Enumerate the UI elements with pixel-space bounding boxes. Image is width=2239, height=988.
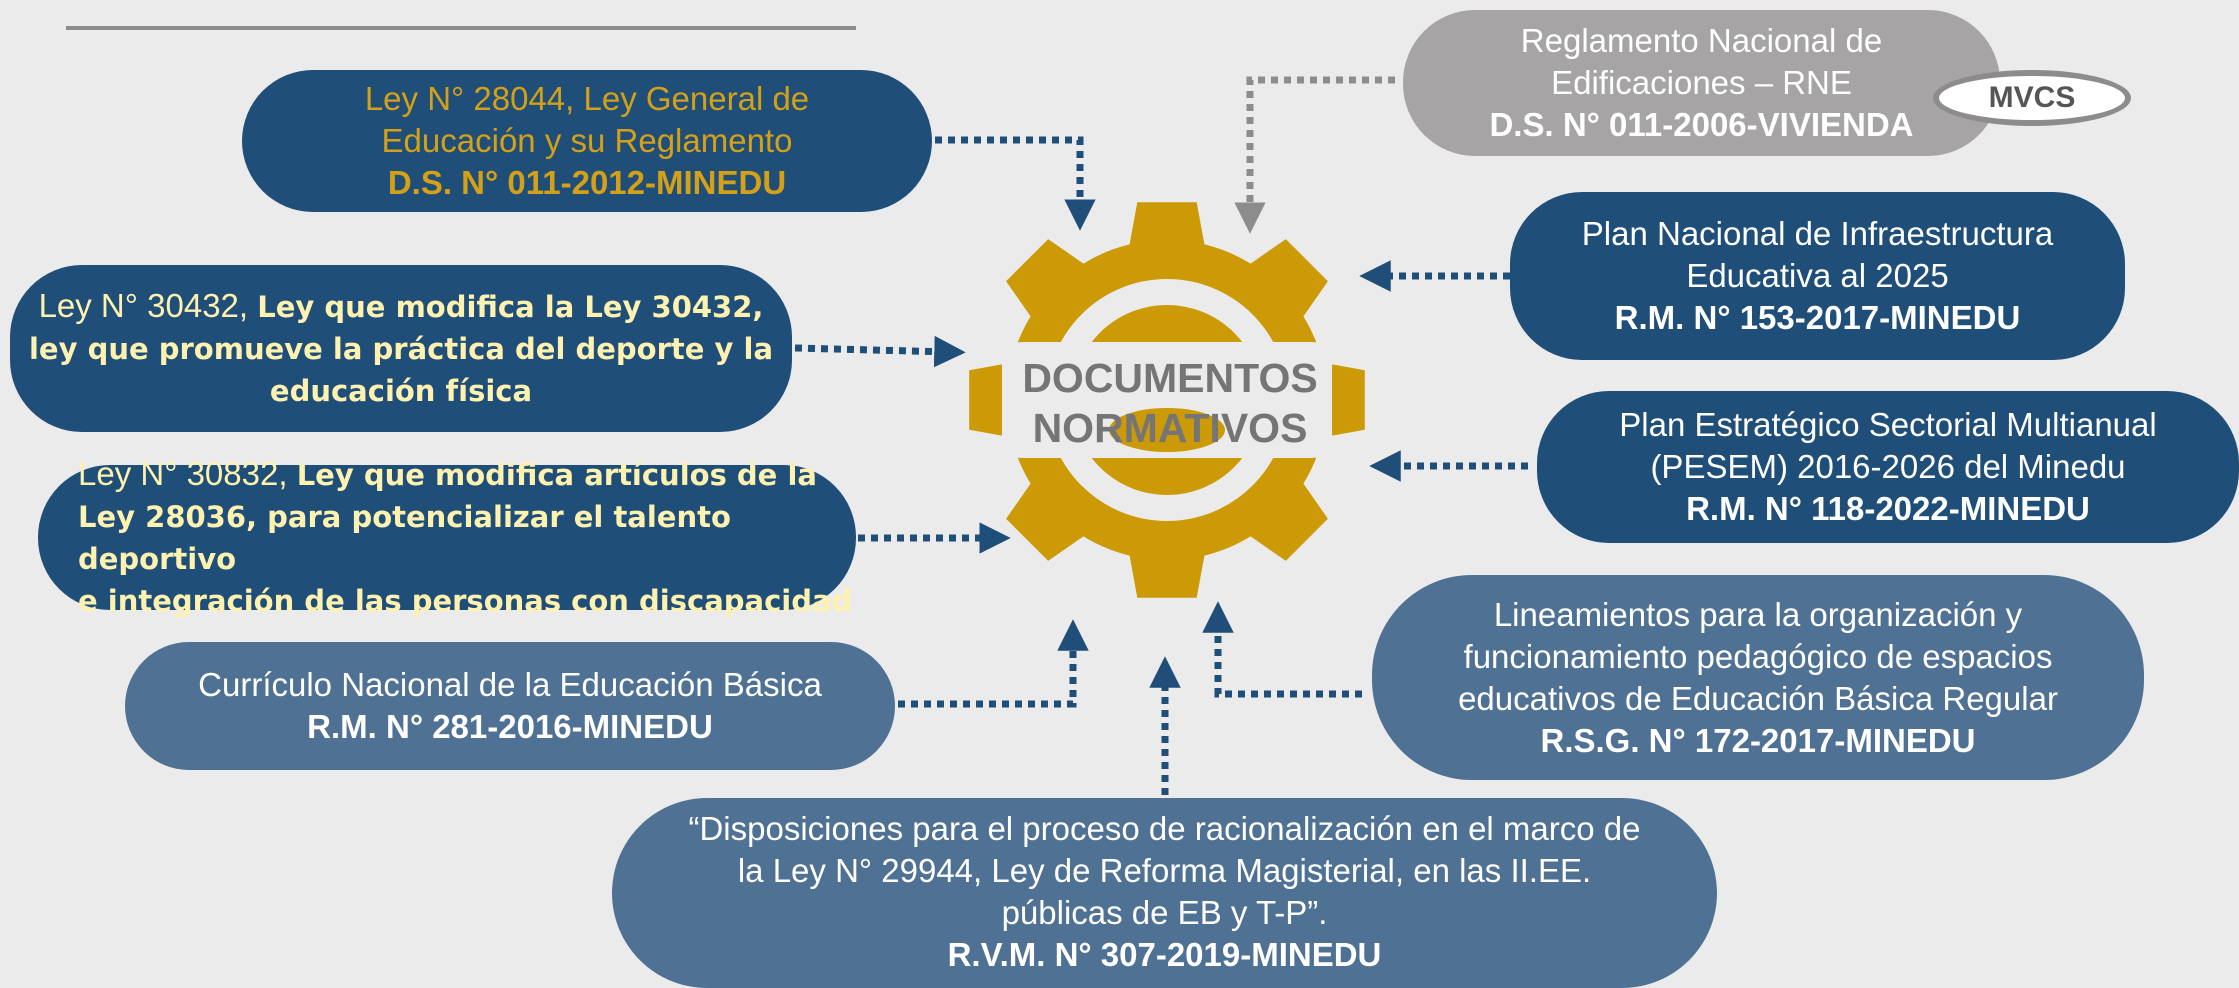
doc-curriculo-line1: Currículo Nacional de la Educación Básic… (198, 666, 822, 703)
doc-ley-30832: Ley N° 30832, Ley que modifica artículos… (38, 455, 856, 618)
doc-rne: Reglamento Nacional de Edificaciones – R… (1403, 10, 2000, 156)
doc-ley-28044-line2: Educación y su Reglamento (381, 122, 793, 159)
doc-rne-line1: Reglamento Nacional de (1520, 22, 1883, 59)
doc-pnie-line1: Plan Nacional de Infraestructura (1581, 215, 2054, 252)
doc-disposiciones-line2: la Ley N° 29944, Ley de Reforma Magister… (737, 852, 1592, 889)
doc-lineamientos-line1: Lineamientos para la organización y (1493, 595, 2023, 633)
doc-ley-30832-line1: Ley que modifica artículos de la (296, 458, 817, 492)
arrow-rne (1234, 76, 1395, 234)
gear-hub (1109, 408, 1225, 452)
doc-rne-line2: Edificaciones – RNE (1551, 64, 1852, 101)
doc-ley-30832-lead: Ley N° 30832, (78, 455, 297, 492)
doc-ley-30432-line1: Ley que modifica la Ley 30432, (257, 290, 764, 324)
arrow-curriculo (898, 619, 1089, 708)
doc-disposiciones-code: R.V.M. N° 307-2019-MINEDU (947, 936, 1382, 973)
doc-ley-30432-line3: educación física (269, 374, 533, 408)
doc-curriculo-code: R.M. N° 281-2016-MINEDU (307, 708, 713, 745)
doc-lineamientos-code: R.S.G. N° 172-2017-MINEDU (1540, 721, 1976, 759)
doc-lineamientos-line3: educativos de Educación Básica Regular (1458, 679, 2058, 717)
doc-pesem-line1: Plan Estratégico Sectorial Multianual (1619, 406, 2157, 443)
doc-pnie-code: R.M. N° 153-2017-MINEDU (1614, 299, 2021, 336)
doc-ley-28044: Ley N° 28044, Ley General de Educación y… (242, 70, 932, 212)
doc-ley-28044-code: D.S. N° 011-2012-MINEDU (387, 164, 787, 201)
doc-disposiciones-line1: “Disposiciones para el proceso de racion… (688, 810, 1641, 847)
doc-curriculo: Currículo Nacional de la Educación Básic… (125, 642, 895, 770)
doc-ley-30832-first-line: Ley N° 30832, Ley que modifica artículos… (78, 453, 817, 496)
top-divider-line (66, 26, 856, 30)
doc-pesem-line2: (PESEM) 2016-2026 del Minedu (1650, 448, 2126, 485)
doc-pnie: Plan Nacional de Infraestructura Educati… (1510, 192, 2125, 360)
doc-ley-30432-lead: Ley N° 30432, (38, 287, 258, 324)
doc-lineamientos-line2: funcionamiento pedagógico de espacios (1463, 637, 2053, 675)
doc-disposiciones: “Disposiciones para el proceso de racion… (612, 798, 1717, 988)
doc-ley-28044-line1: Ley N° 28044, Ley General de (364, 80, 810, 117)
doc-pesem: Plan Estratégico Sectorial Multianual (P… (1537, 391, 2239, 543)
doc-pesem-code: R.M. N° 118-2022-MINEDU (1686, 490, 2090, 527)
doc-rne-code: D.S. N° 011-2006-VIVIENDA (1489, 106, 1914, 143)
center-title-line2: NORMATIVOS (1032, 405, 1308, 451)
arrow-lineamientos (1202, 601, 1362, 698)
doc-pnie-line2: Educativa al 2025 (1686, 257, 1949, 294)
doc-ley-30832-line3: e integración de las personas con discap… (78, 584, 853, 618)
mvcs-badge: MVCS (1933, 70, 2131, 126)
center-title-line1: DOCUMENTOS (1022, 355, 1318, 401)
arrow-ley28044 (935, 136, 1096, 231)
doc-ley-30432: Ley N° 30432, Ley que modifica la Ley 30… (10, 265, 792, 432)
doc-ley-30432-line2: ley que promueve la práctica del deporte… (28, 332, 774, 366)
gear-shape (969, 202, 1365, 598)
gear-label-band (1002, 342, 1332, 458)
doc-ley-30432-first-line: Ley N° 30432, Ley que modifica la Ley 30… (39, 285, 764, 328)
doc-lineamientos: Lineamientos para la organización y func… (1372, 575, 2144, 780)
doc-ley-30832-line2: Ley 28036, para potencializar el talento… (78, 500, 731, 576)
center-title: DOCUMENTOS NORMATIVOS (992, 353, 1348, 453)
doc-disposiciones-line3: públicas de EB y T-P”. (1001, 894, 1328, 931)
